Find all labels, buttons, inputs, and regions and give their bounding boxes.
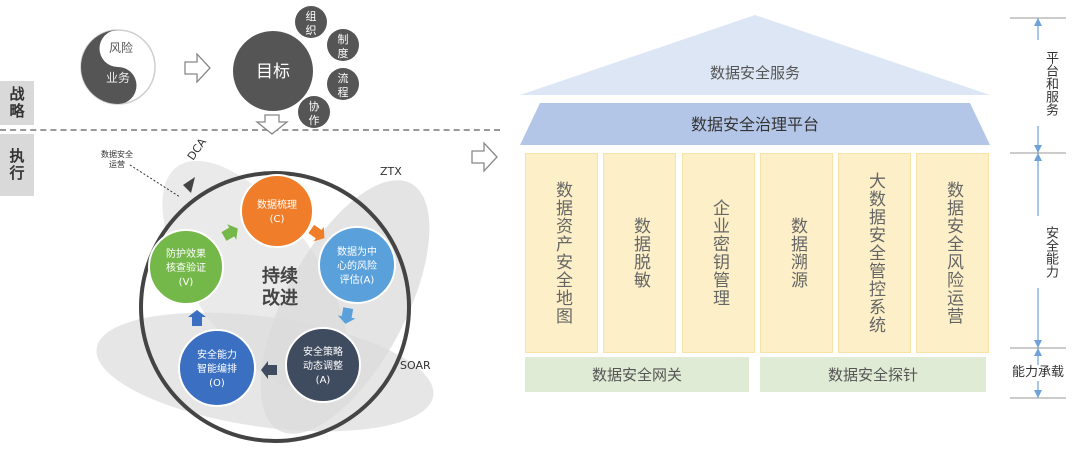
- cycle-step-text: 智能编排: [197, 362, 237, 375]
- cycle-step-text: 安全策略: [303, 345, 343, 358]
- cycle-arrow-icon: [308, 224, 325, 242]
- ground-probe: 数据安全探针: [760, 357, 986, 392]
- platform-text: 数据安全治理平台: [691, 115, 819, 134]
- dca-label: DCA: [185, 137, 210, 163]
- cycle-arrow-icon: [221, 224, 238, 241]
- goal-item-circle: [327, 29, 359, 61]
- cycle-step-text: 安全能力: [197, 348, 237, 361]
- cycle-step-text: 数据梳理: [257, 198, 297, 211]
- house-roof: 数据安全服务 数据安全治理平台: [520, 15, 990, 145]
- goal-item-circle: [295, 6, 327, 38]
- cycle-step-circle: [318, 226, 396, 304]
- roof-shape: [520, 15, 990, 95]
- cycle-step-text: (A): [316, 375, 331, 386]
- cycle-step-text: 核查验证: [166, 261, 206, 274]
- goal-item-text: 作: [309, 114, 320, 127]
- pillar-text: 大数据安全管控系统: [865, 172, 885, 334]
- goal-circle: [233, 31, 313, 111]
- pillar-6: 数据安全风险运营: [916, 153, 989, 353]
- goal-item-text: 流: [338, 71, 349, 85]
- strategy-label: 战略: [0, 81, 34, 125]
- goal-item-circle: [327, 68, 359, 100]
- cycle-arrow-icon: [337, 307, 356, 324]
- pillar-text: 数据资产安全地图: [552, 181, 572, 325]
- arrow-down-icon: [255, 114, 289, 135]
- ring-arrowhead-icon: [183, 177, 195, 193]
- label-capability-carrier: 能力承载: [1004, 365, 1072, 381]
- cycle-step-text: (O): [209, 378, 225, 389]
- pillar-text: 数据溯源: [787, 217, 807, 289]
- pillar-3: 企业密钥管理: [682, 153, 755, 353]
- cycle-step-text: (V): [179, 277, 194, 288]
- cycle-step-circle: [285, 327, 361, 403]
- ops-note-text: 数据安全: [101, 149, 133, 159]
- goal-item-circle: [298, 96, 330, 128]
- goal-item-text: 织: [306, 24, 317, 37]
- yinyang-icon: 风险 业务: [80, 29, 156, 105]
- cycle-step-text: 心的风险: [337, 259, 377, 272]
- cycle-step-text: 数据为中: [337, 245, 377, 258]
- ground-gateway: 数据安全网关: [525, 357, 749, 392]
- pillar-text: 数据安全风险运营: [943, 181, 963, 325]
- cycle-step-text: 动态调整: [303, 359, 343, 372]
- goal-item-text: 协: [309, 99, 320, 113]
- pillar-4: 数据溯源: [760, 153, 833, 353]
- cycle-ring: [139, 171, 411, 443]
- yinyang-top-text: 风险: [109, 40, 133, 55]
- pillar-text: 企业密钥管理: [709, 199, 729, 307]
- goal-item-text: 度: [338, 46, 349, 60]
- center-text: 持续: [262, 265, 298, 287]
- cycle-arrow-icon: [188, 310, 206, 326]
- cycle-step-text: (C): [270, 214, 285, 225]
- yinyang-bottom-text: 业务: [106, 70, 130, 85]
- pillar-text: 数据脱敏: [630, 217, 650, 289]
- ops-note-pointer: [129, 164, 181, 198]
- goal-item-text: 制: [338, 33, 349, 46]
- execution-label: 执行: [0, 134, 34, 196]
- cycle-step-circle: [148, 229, 224, 305]
- cycle-arrow-icon: [261, 361, 277, 379]
- platform-shape: [520, 103, 990, 145]
- label-platform-service: 平台和服务: [1018, 40, 1058, 126]
- pillar-5: 大数据安全管控系统: [838, 153, 911, 353]
- cycle-step-circle: [240, 174, 314, 248]
- pillar-1: 数据资产安全地图: [525, 153, 598, 353]
- arrow-right-icon: [184, 52, 211, 84]
- pillar-2: 数据脱敏: [603, 153, 676, 353]
- center-text: 改进: [262, 287, 298, 309]
- cycle-step-text: 评估(A): [340, 273, 375, 286]
- ops-note-text: 运营: [109, 159, 125, 169]
- roof-text: 数据安全服务: [710, 64, 800, 82]
- label-security-capability: 安全能力: [1018, 216, 1058, 288]
- ztx-label: ZTX: [380, 165, 402, 178]
- goal-item-text: 组: [306, 9, 317, 23]
- cycle-step-text: 防护效果: [166, 247, 206, 260]
- goal-label: 目标: [256, 62, 290, 82]
- arrow-right-icon-2: [471, 141, 498, 173]
- cycle-step-circle: [178, 329, 256, 407]
- divider-dashed: [0, 129, 500, 131]
- goal-item-text: 程: [338, 86, 349, 99]
- soar-label: SOAR: [400, 359, 431, 372]
